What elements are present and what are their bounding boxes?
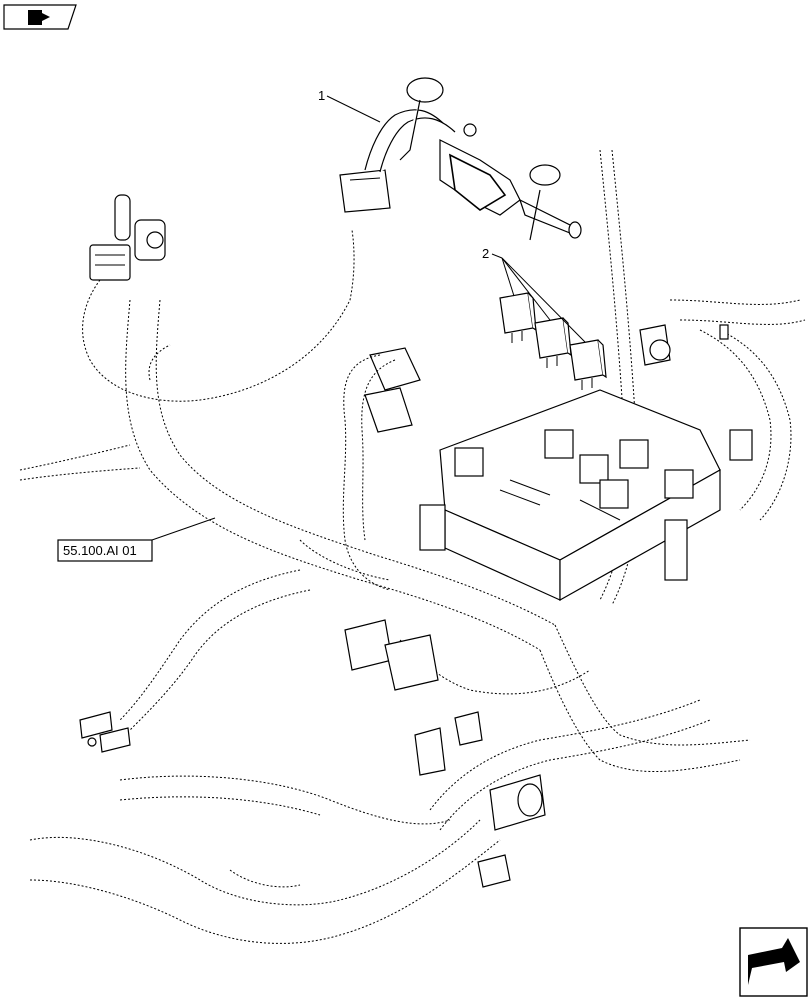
callout-1: 1: [318, 88, 381, 123]
relay-3: [569, 339, 607, 390]
upper-left-connector-cluster: [82, 194, 355, 402]
cross-reference[interactable]: 55.100.AI 01: [57, 517, 216, 562]
item-2-relays: [499, 292, 607, 390]
relay-2: [534, 317, 572, 368]
callout-1-label: 1: [318, 88, 325, 103]
left-connectors: [79, 711, 131, 753]
reference-label: 55.100.AI 01: [63, 543, 137, 558]
main-harness-trunk: [19, 299, 751, 772]
callout-2-label: 2: [482, 246, 489, 261]
tab-arrow-icon[interactable]: [3, 4, 77, 30]
fuse-relay-box: [419, 389, 721, 602]
reference-box: [57, 539, 153, 562]
callout-2: 2: [482, 246, 586, 343]
lower-harness: [29, 699, 711, 944]
relay-1: [499, 292, 537, 343]
item-1-harness-section: [339, 77, 582, 241]
box-connectors: [342, 324, 753, 591]
next-page-arrow-icon[interactable]: [739, 927, 808, 997]
block-connector: [344, 619, 439, 691]
lower-connector-cluster: [414, 711, 546, 888]
